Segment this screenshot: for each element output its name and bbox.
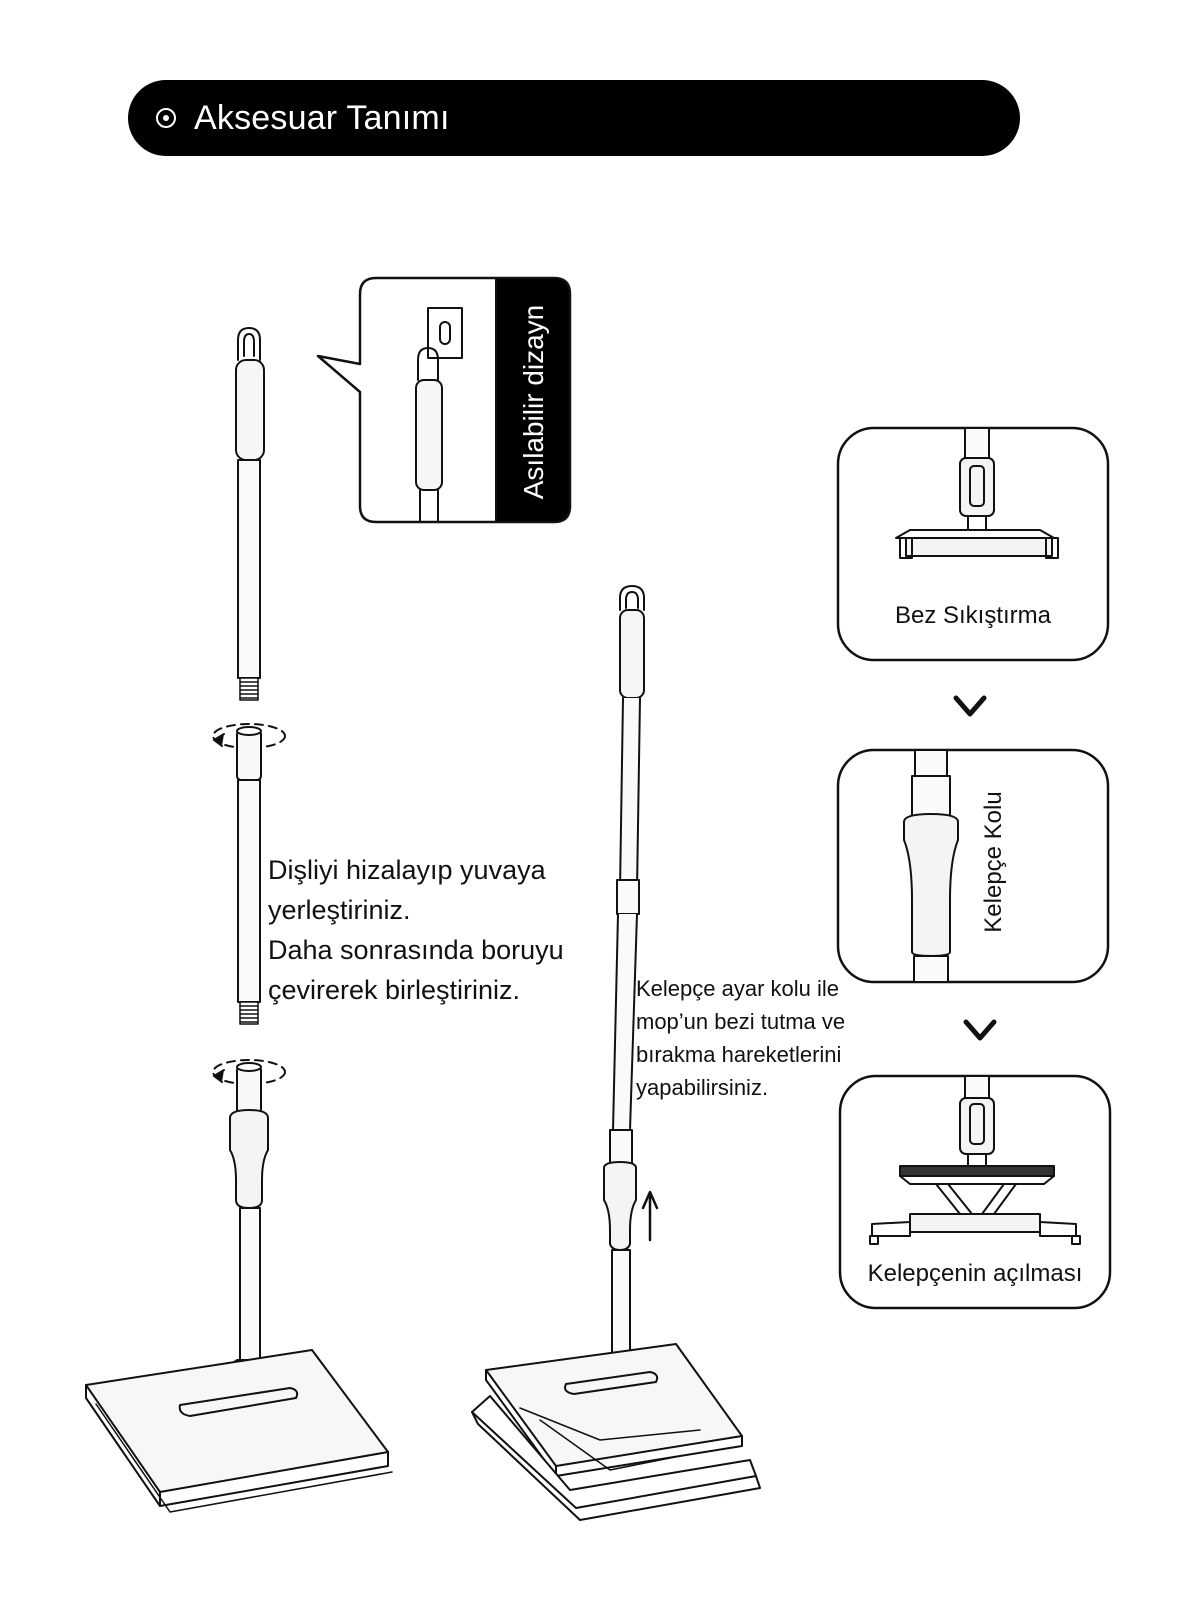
middle-socket <box>236 729 262 781</box>
thread-middle <box>239 1001 259 1025</box>
target-circle-icon <box>156 108 176 128</box>
rotate-arrow-lower <box>212 1059 286 1085</box>
clamp-note-line: Kelepçe ayar kolu ile <box>636 976 840 1001</box>
panel-cloth-clamp <box>836 426 1110 662</box>
mop-head <box>85 1349 389 1493</box>
assembled-mop-drawing <box>471 585 761 1521</box>
clamp-note-line: yapabilirsiniz. <box>636 1075 769 1100</box>
handle-hook <box>237 327 261 361</box>
instruction-line: çevirerek birleştiriniz. <box>268 975 521 1005</box>
chevron-down-icon <box>963 1019 997 1041</box>
cloth-clamp-label: Bez Sıkıştırma <box>894 602 1052 629</box>
section-header: Aksesuar Tanımı <box>128 80 1020 156</box>
wall-hook-plate <box>427 307 463 359</box>
panel-clamp-lever <box>836 748 1110 984</box>
hanging-design-label: Asılabilir dizayn <box>518 304 549 500</box>
middle-tube <box>237 779 261 1003</box>
upper-tube <box>237 459 261 679</box>
clamp-lever <box>229 1109 269 1209</box>
handle-grip <box>235 359 265 461</box>
clamp-note-line: bırakma hareketlerini <box>636 1042 842 1067</box>
panel-clamp-open <box>838 1074 1112 1310</box>
instruction-line: yerleştiriniz. <box>268 895 411 925</box>
hanging-callout <box>316 276 572 524</box>
instruction-line: Daha sonrasında boruyu <box>268 935 564 965</box>
clamp-note: Kelepçe ayar kolu ile mop’un bezi tutma … <box>636 972 896 1104</box>
rotate-arrow-upper <box>212 723 286 749</box>
clamp-open-label: Kelepçenin açılması <box>867 1260 1083 1287</box>
chevron-down-icon <box>953 695 987 717</box>
clamp-lever-label: Kelepçe Kolu <box>980 791 1007 933</box>
section-title: Aksesuar Tanımı <box>194 98 450 137</box>
exploded-mop-drawing <box>85 327 393 1513</box>
lower-tube <box>239 1207 261 1361</box>
instruction-line: Dişliyi hizalayıp yuvaya <box>268 855 546 885</box>
clamp-note-line: mop’un bezi tutma ve <box>636 1009 846 1034</box>
thread-upper <box>239 677 259 701</box>
assembly-instructions: Dişliyi hizalayıp yuvaya yerleştiriniz. … <box>268 850 598 1010</box>
